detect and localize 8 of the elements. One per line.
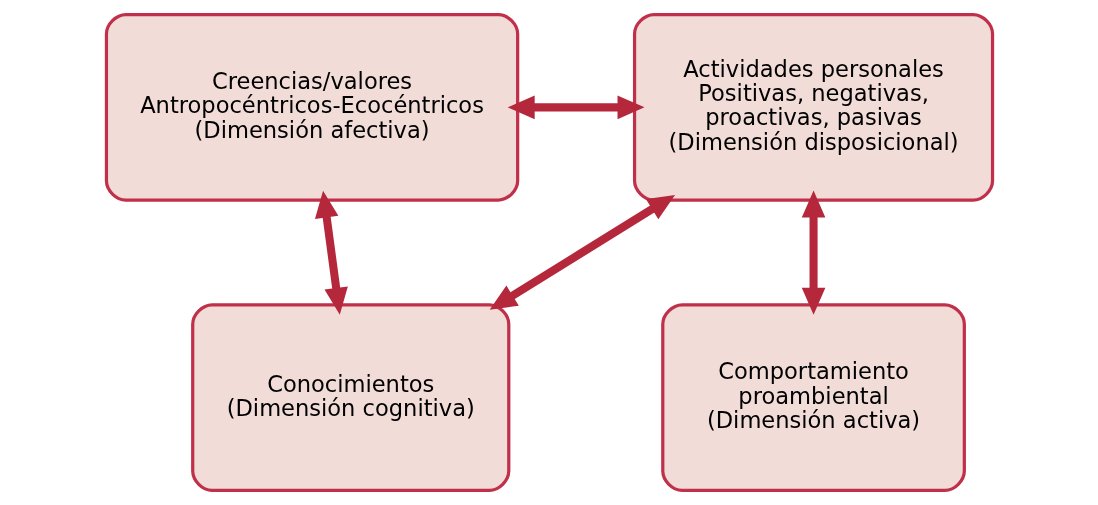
node-box: Creencias/valores Antropocéntricos-Ecocéntricos (Dimensión afectiva) [104, 13, 519, 202]
node-box: Comportamiento proambiental (Dimensión activa) [660, 303, 966, 492]
node-box: Actividades personales Positivas, negativas, proactivas, pasivas (Dimensión disposicional) [632, 13, 994, 202]
arrow [489, 194, 675, 310]
arrow [801, 190, 825, 315]
node-box: Conocimientos (Dimensión cognitiva) [190, 303, 510, 492]
arrow [314, 190, 348, 315]
arrow [507, 95, 644, 120]
